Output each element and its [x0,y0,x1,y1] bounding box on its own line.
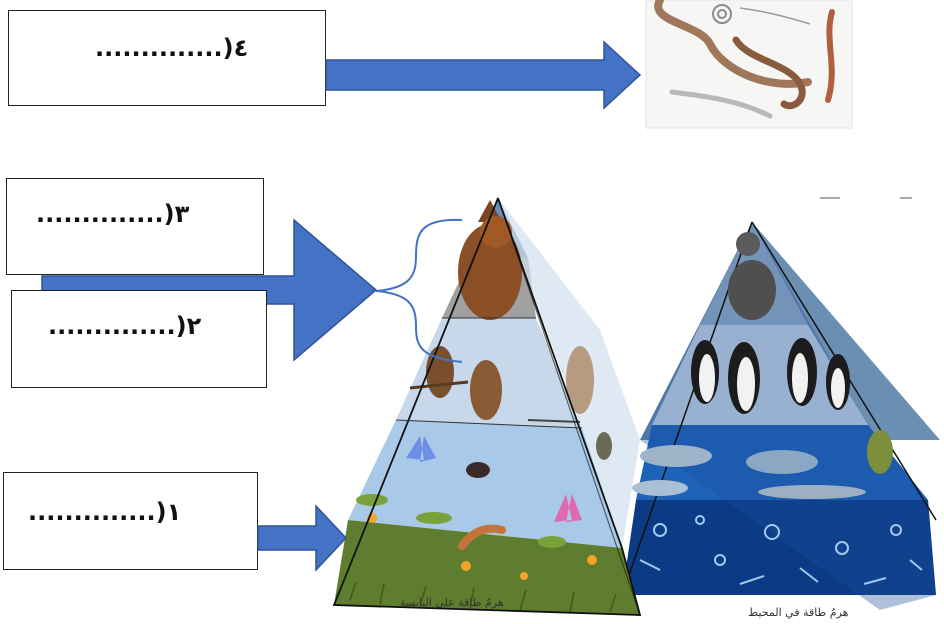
answer-box-2[interactable] [11,290,267,388]
answer-label-4: ..............)٤ [95,34,249,62]
arrow-4 [325,40,642,110]
ocean-pyramid [621,221,940,610]
arrow-1 [257,504,348,572]
curly-brace [375,218,463,363]
answer-box-1[interactable] [3,472,258,570]
answer-label-1: ..............)١ [28,498,182,526]
answer-box-3[interactable] [6,178,264,275]
answer-label-2: ..............)٢ [48,312,202,340]
answer-label-3: ..............)٣ [36,200,190,228]
worms-picture [645,0,853,129]
land-pyramid-caption: هرمُ طاقة على اليابسة [400,596,504,609]
answer-box-4[interactable] [8,10,326,106]
ocean-pyramid-caption: هرمُ طاقة في المحيط [748,606,849,619]
land-pyramid [332,197,642,616]
